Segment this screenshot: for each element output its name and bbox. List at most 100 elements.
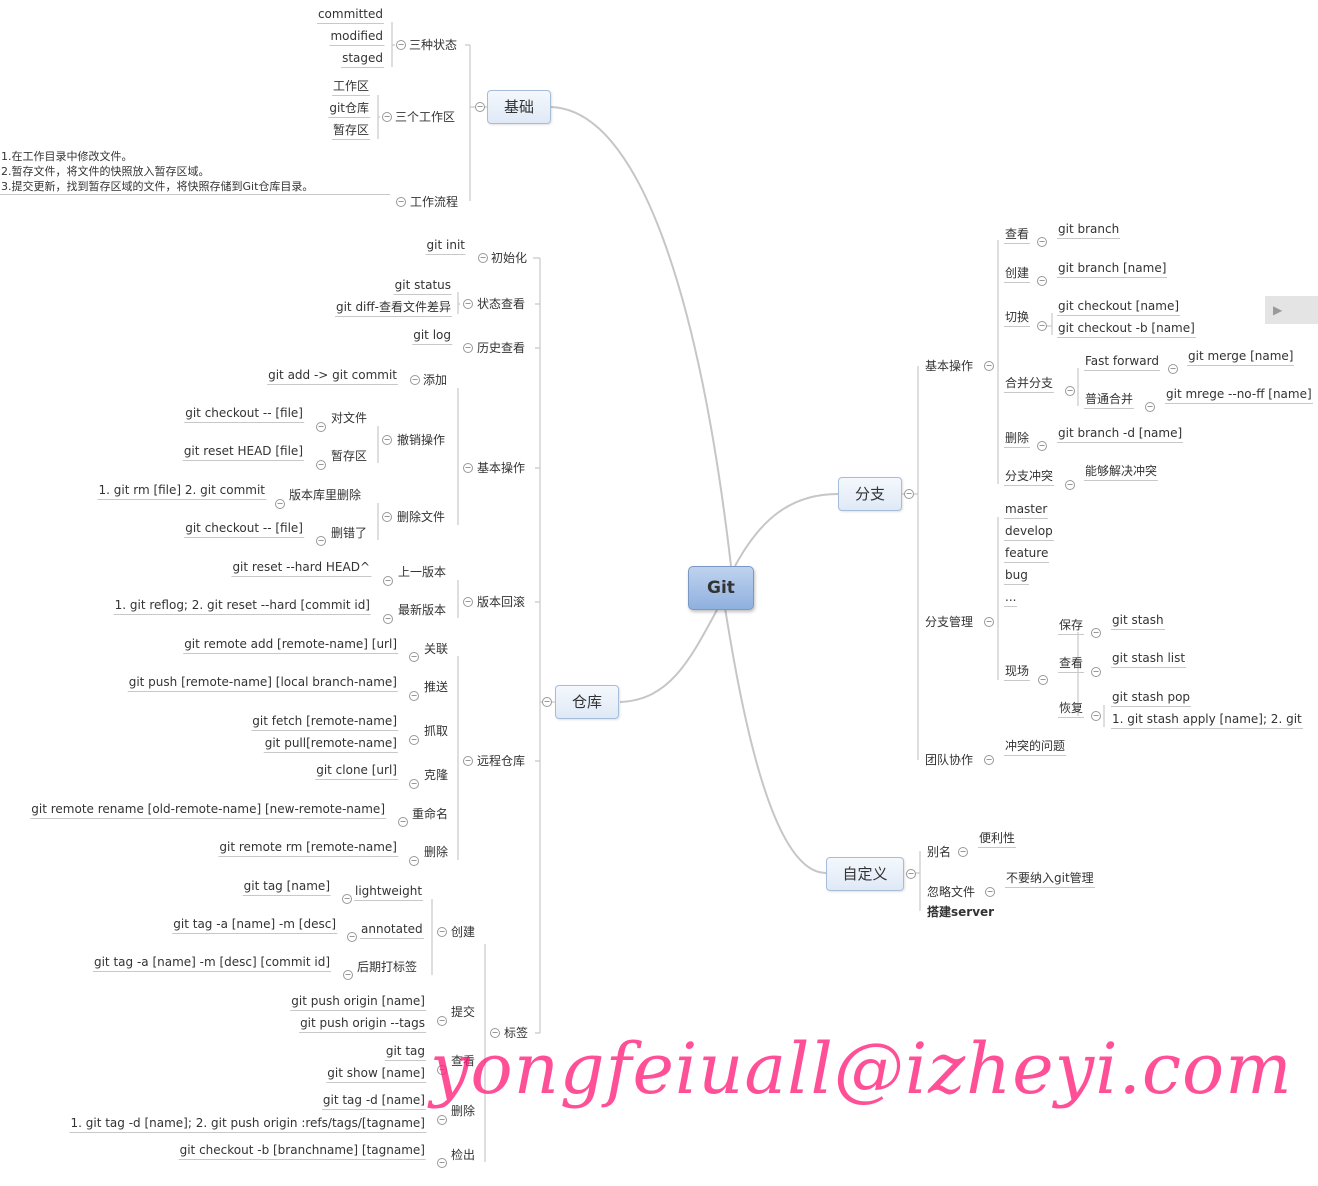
- leaf-git-stash-apply[interactable]: 1. git stash apply [name]; 2. git: [1111, 710, 1303, 729]
- collapse-toggle-remote-remove[interactable]: −: [409, 856, 419, 866]
- topic-remote-push[interactable]: 推送: [424, 680, 449, 694]
- leaf-git-reset-head[interactable]: git reset HEAD [file]: [182, 442, 304, 461]
- topic-branch-switch[interactable]: 切换: [1004, 308, 1031, 327]
- leaf-staged[interactable]: staged: [341, 49, 384, 68]
- topic-three-areas[interactable]: 三个工作区: [395, 110, 456, 124]
- leaf-git-tag-d[interactable]: git tag -d [name]: [321, 1091, 426, 1110]
- collapse-toggle-stash-restore[interactable]: −: [1091, 711, 1101, 721]
- leaf-git-stash[interactable]: git stash: [1111, 611, 1165, 630]
- topic-workflow[interactable]: 工作流程: [410, 195, 459, 209]
- topic-undo-stage[interactable]: 暂存区: [331, 449, 368, 463]
- leaf-git-status[interactable]: git status: [393, 276, 452, 295]
- collapse-toggle-remote-push[interactable]: −: [409, 691, 419, 701]
- collapse-toggle-basic-ops[interactable]: −: [463, 463, 473, 473]
- leaf-modified[interactable]: modified: [329, 27, 384, 46]
- collapse-toggle-tag-later[interactable]: −: [343, 970, 353, 980]
- collapse-toggle-remote[interactable]: −: [463, 756, 473, 766]
- collapse-toggle-history[interactable]: −: [463, 343, 473, 353]
- topic-delete-file[interactable]: 删除文件: [397, 510, 446, 524]
- collapse-toggle-delete-file[interactable]: −: [382, 512, 392, 522]
- topic-alias[interactable]: 别名: [927, 845, 952, 859]
- leaf-git-reset-hard-head[interactable]: git reset --hard HEAD^: [231, 558, 371, 577]
- topic-delete-from-repo[interactable]: 版本库里删除: [289, 488, 362, 502]
- collapse-toggle-rollback-latest[interactable]: −: [383, 614, 393, 624]
- leaf-git-show[interactable]: git show [name]: [326, 1064, 426, 1083]
- topic-tag-annotated[interactable]: annotated: [360, 920, 424, 939]
- leaf-git-push-origin-name[interactable]: git push origin [name]: [290, 992, 426, 1011]
- topic-tag-later[interactable]: 后期打标签: [357, 960, 418, 974]
- leaf-resolve-conflict[interactable]: 能够解决冲突: [1084, 462, 1159, 481]
- topic-status[interactable]: 状态查看: [477, 297, 526, 311]
- topic-merge-normal[interactable]: 普通合并: [1084, 390, 1135, 409]
- topic-tag-checkout[interactable]: 检出: [451, 1148, 476, 1162]
- collapse-toggle-branch-create[interactable]: −: [1037, 276, 1047, 286]
- topic-remote-fetch[interactable]: 抓取: [424, 724, 449, 738]
- topic-stash-view[interactable]: 查看: [1058, 654, 1085, 673]
- topic-undo[interactable]: 撤销操作: [397, 433, 446, 447]
- expand-panel-button[interactable]: ▶: [1265, 296, 1318, 324]
- collapse-toggle-branch-delete[interactable]: −: [1037, 441, 1047, 451]
- topic-undo-file[interactable]: 对文件: [331, 411, 368, 425]
- collapse-toggle-remote-fetch[interactable]: −: [409, 735, 419, 745]
- leaf-workflow-steps[interactable]: 1.在工作目录中修改文件。 2.暂存文件，将文件的快照放入暂存区域。 3.提交更…: [0, 149, 390, 195]
- topic-branch-conflict[interactable]: 分支冲突: [1004, 467, 1055, 486]
- topic-team[interactable]: 团队协作: [925, 753, 974, 767]
- topic-scene[interactable]: 现场: [1004, 662, 1031, 681]
- topic-rollback-latest[interactable]: 最新版本: [398, 603, 447, 617]
- leaf-conflict-problem[interactable]: 冲突的问题: [1004, 737, 1067, 756]
- leaf-git-clone[interactable]: git clone [url]: [315, 761, 398, 780]
- leaf-git-checkout-file[interactable]: git checkout -- [file]: [184, 404, 304, 423]
- leaf-git-add-commit[interactable]: git add -> git commit: [267, 366, 398, 385]
- collapse-toggle-undo-stage[interactable]: −: [316, 460, 326, 470]
- leaf-staging-area[interactable]: 暂存区: [331, 121, 370, 140]
- collapse-toggle-scene[interactable]: −: [1038, 675, 1048, 685]
- leaf-git-pull[interactable]: git pull[remote-name]: [263, 734, 398, 753]
- collapse-toggle-stash-view[interactable]: −: [1091, 667, 1101, 677]
- topic-ignore[interactable]: 忽略文件: [927, 885, 976, 899]
- leaf-git-tag-annotated[interactable]: git tag -a [name] -m [desc]: [172, 915, 337, 934]
- topic-rollback[interactable]: 版本回滚: [477, 595, 526, 609]
- topic-delete-mistake[interactable]: 删错了: [331, 526, 368, 540]
- topic-branch-view[interactable]: 查看: [1004, 225, 1031, 244]
- collapse-toggle-stash-save[interactable]: −: [1091, 628, 1101, 638]
- leaf-convenience[interactable]: 便利性: [978, 829, 1017, 848]
- collapse-toggle-branch-merge[interactable]: −: [1065, 386, 1075, 396]
- leaf-git-stash-list[interactable]: git stash list: [1111, 649, 1187, 668]
- leaf-git-merge-no-ff[interactable]: git mrege --no-ff [name]: [1165, 385, 1313, 404]
- leaf-git-log[interactable]: git log: [412, 326, 452, 345]
- topic-tag-lightweight[interactable]: lightweight: [354, 882, 424, 901]
- collapse-toggle-undo[interactable]: −: [382, 435, 392, 445]
- collapse-toggle-tag-checkout[interactable]: −: [437, 1158, 447, 1168]
- topic-tag-submit[interactable]: 提交: [451, 1005, 476, 1019]
- collapse-toggle-branch[interactable]: −: [904, 489, 914, 499]
- leaf-git-checkout-name[interactable]: git checkout [name]: [1057, 297, 1181, 316]
- leaf-committed[interactable]: committed: [316, 5, 384, 24]
- leaf-git-stash-pop[interactable]: git stash pop: [1111, 688, 1192, 707]
- topic-branch-merge[interactable]: 合并分支: [1004, 374, 1055, 393]
- leaf-feature[interactable]: feature: [1004, 544, 1050, 563]
- topic-basic-ops[interactable]: 基本操作: [477, 461, 526, 475]
- collapse-toggle-branch-switch[interactable]: −: [1037, 321, 1047, 331]
- leaf-git-tag-commit[interactable]: git tag -a [name] -m [desc] [commit id]: [92, 953, 331, 972]
- collapse-toggle-branch-manage[interactable]: −: [984, 617, 994, 627]
- leaf-git-branch-d[interactable]: git branch -d [name]: [1057, 424, 1184, 443]
- leaf-git-rm[interactable]: 1. git rm [file] 2. git commit: [97, 481, 266, 500]
- collapse-toggle-ignore[interactable]: −: [985, 887, 995, 897]
- leaf-git-push-origin-refs[interactable]: 1. git tag -d [name]; 2. git push origin…: [69, 1114, 426, 1133]
- topic-three-states[interactable]: 三种状态: [409, 38, 458, 52]
- root-node-git[interactable]: Git: [688, 566, 754, 610]
- leaf-git-remote-add[interactable]: git remote add [remote-name] [url]: [183, 635, 398, 654]
- leaf-git-diff[interactable]: git diff-查看文件差异: [334, 298, 452, 317]
- collapse-toggle-team[interactable]: −: [984, 755, 994, 765]
- topic-rollback-prev[interactable]: 上一版本: [398, 565, 447, 579]
- collapse-toggle-tag-lightweight[interactable]: −: [342, 894, 352, 904]
- collapse-toggle-alias[interactable]: −: [958, 847, 968, 857]
- leaf-git-branch[interactable]: git branch: [1057, 220, 1121, 239]
- collapse-toggle-tag-annotated[interactable]: −: [347, 932, 357, 942]
- leaf-ellipsis[interactable]: ...: [1004, 588, 1018, 607]
- topic-tags[interactable]: 标签: [504, 1026, 529, 1040]
- collapse-toggle-remote-rename[interactable]: −: [398, 817, 408, 827]
- topic-remote-rename[interactable]: 重命名: [412, 807, 449, 821]
- topic-remote-link[interactable]: 关联: [424, 642, 449, 656]
- topic-basics[interactable]: 基础: [487, 90, 551, 124]
